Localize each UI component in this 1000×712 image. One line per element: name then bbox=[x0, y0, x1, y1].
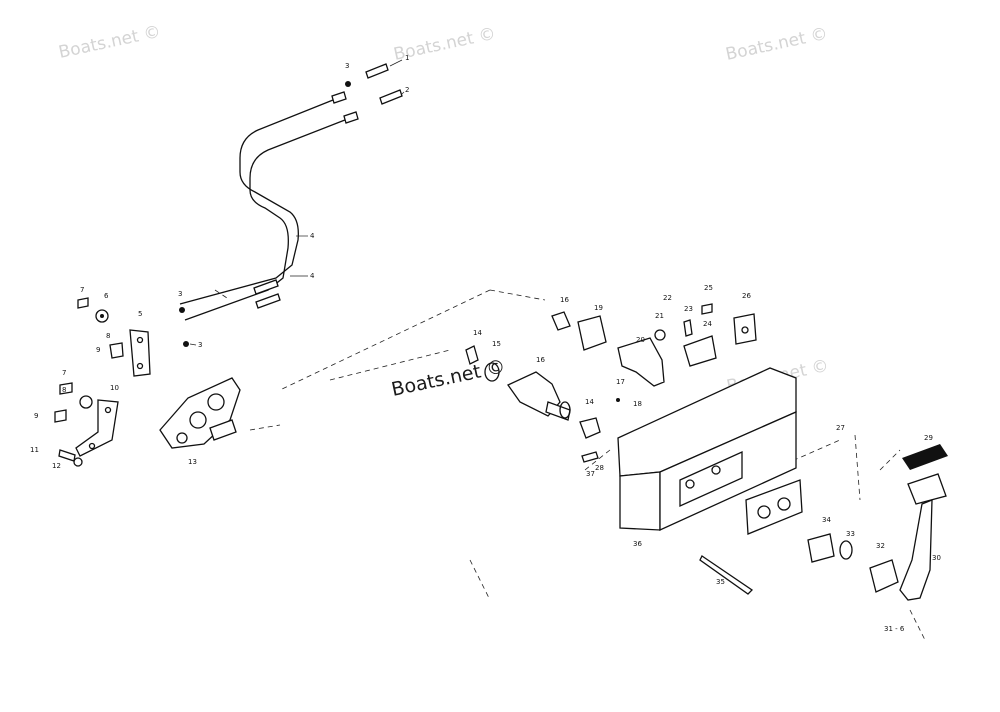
callout-label: 27 bbox=[836, 424, 845, 432]
callout-label: 4 bbox=[310, 272, 315, 280]
callout-label: 11 bbox=[30, 446, 39, 454]
callout-label: 21 bbox=[655, 312, 664, 320]
callout-label: 9 bbox=[34, 412, 38, 420]
callout-label: 37 bbox=[586, 470, 595, 478]
callout-label: 14 bbox=[473, 329, 482, 337]
callout-label: 33 bbox=[846, 530, 855, 538]
control-box-housing bbox=[617, 367, 797, 532]
callout-label: 26 bbox=[742, 292, 751, 300]
callout-label: 29 bbox=[924, 434, 933, 442]
callout-label: 6 bbox=[104, 292, 109, 300]
callout-label: 28 bbox=[595, 464, 604, 472]
callout-label: 30 bbox=[932, 554, 941, 562]
assembly-dashed-line bbox=[469, 559, 926, 641]
callout-label: 34 bbox=[822, 516, 831, 524]
watermark: Boats.net © bbox=[724, 24, 830, 65]
callout-label: 3 bbox=[198, 341, 202, 349]
callout-label: 23 bbox=[684, 305, 693, 313]
callout-label: 3 bbox=[345, 62, 349, 70]
leader-lines bbox=[189, 59, 405, 346]
callout-label: 16 bbox=[536, 356, 545, 364]
callout-label: 19 bbox=[594, 304, 603, 312]
callout-label: 14 bbox=[585, 398, 594, 406]
cover-plate bbox=[745, 479, 803, 535]
callout-label: 13 bbox=[188, 458, 197, 466]
callout-label: 15 bbox=[492, 340, 501, 348]
cable-end-fitting bbox=[179, 63, 403, 347]
assembly-dashed-line bbox=[214, 289, 546, 431]
callout-label: 35 bbox=[716, 578, 725, 586]
callout-label: 36 bbox=[633, 540, 642, 548]
control-handle bbox=[699, 444, 948, 601]
callout-label: 22 bbox=[663, 294, 672, 302]
callout-label: 24 bbox=[703, 320, 712, 328]
callout-label: 20 bbox=[636, 336, 645, 344]
callout-label: 31 - 6 bbox=[884, 625, 905, 633]
housing-plate bbox=[159, 377, 241, 449]
callout-label: 2 bbox=[405, 86, 409, 94]
callout-label: 12 bbox=[52, 462, 61, 470]
callout-label: 10 bbox=[110, 384, 119, 392]
callout-label: 3 bbox=[178, 290, 182, 298]
shaft-assembly bbox=[465, 345, 620, 463]
callout-label: 8 bbox=[106, 332, 110, 340]
callout-label: 17 bbox=[616, 378, 625, 386]
callout-label: 32 bbox=[876, 542, 885, 550]
watermark: Boats.net © bbox=[389, 355, 507, 401]
callout-label: 16 bbox=[560, 296, 569, 304]
control-cable bbox=[179, 91, 359, 321]
callout-label: 4 bbox=[310, 232, 315, 240]
callout-label: 18 bbox=[633, 400, 642, 408]
callout-label: 25 bbox=[704, 284, 713, 292]
callout-label: 7 bbox=[62, 369, 66, 377]
callout-label: 9 bbox=[96, 346, 100, 354]
callout-label: 7 bbox=[80, 286, 84, 294]
washer-bolt bbox=[54, 297, 124, 467]
watermark: Boats.net © bbox=[57, 22, 163, 63]
callout-label: 5 bbox=[138, 310, 142, 318]
callout-label: 8 bbox=[62, 386, 66, 394]
lever-bracket bbox=[75, 329, 151, 457]
gear-bracket-parts bbox=[551, 303, 757, 387]
callout-label: 1 bbox=[405, 54, 409, 62]
